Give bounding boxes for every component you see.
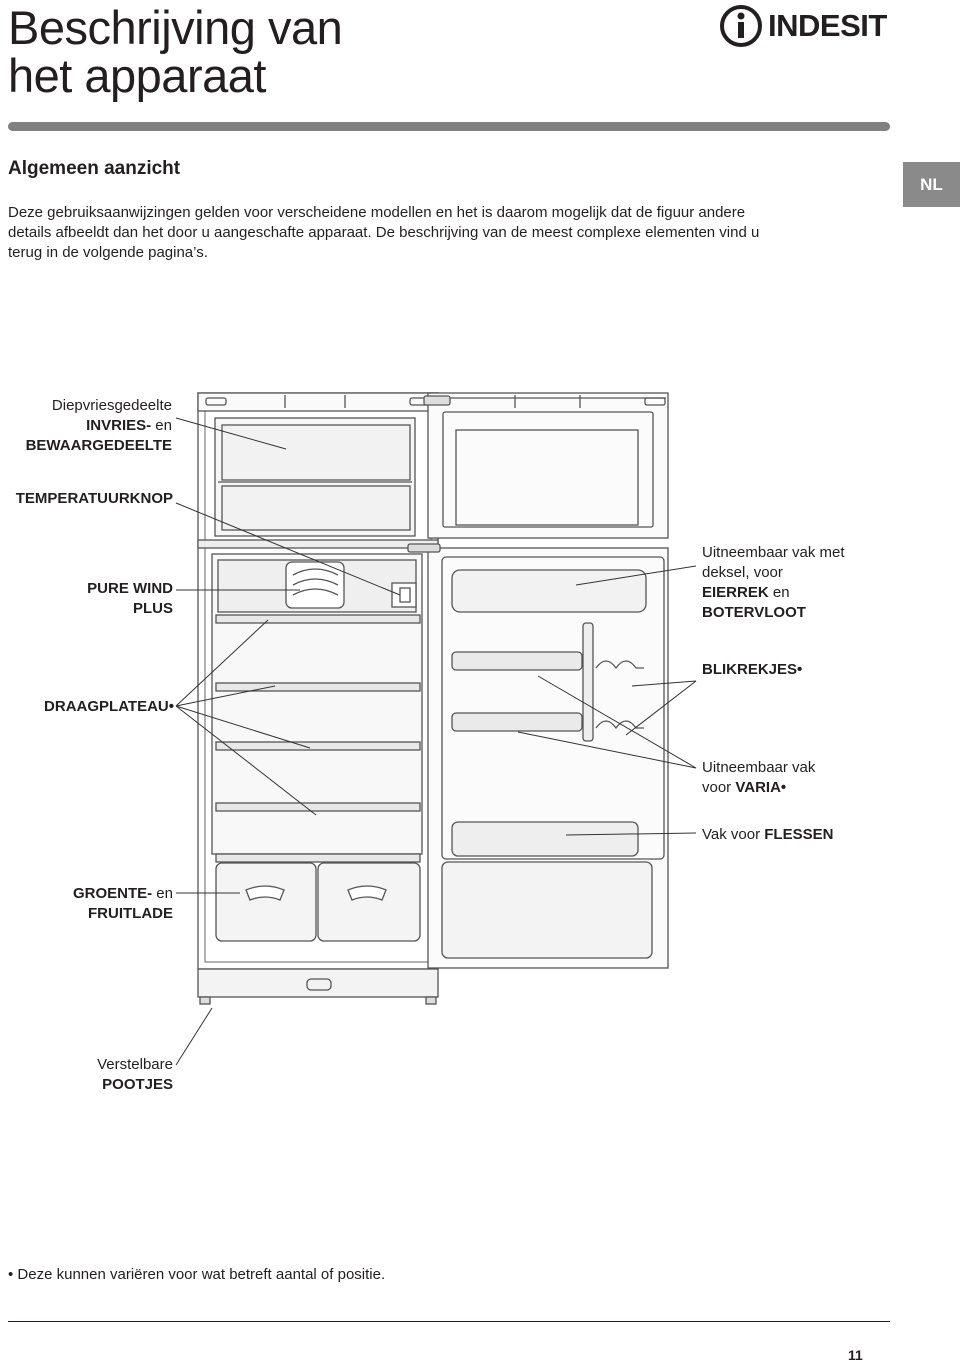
page-title: Beschrijving van het apparaat <box>8 1 343 102</box>
freezer-door <box>427 392 669 539</box>
crisper-drawer-right <box>317 862 421 942</box>
crisper-drawer-left <box>215 862 317 942</box>
bottle-divider <box>582 622 594 742</box>
label-bottles-bold: FLESSEN <box>764 826 834 843</box>
label-egg-bold: EIERREK <box>702 584 769 601</box>
page-title-line2: het apparaat <box>8 49 266 102</box>
freezer-drawer-bottom <box>221 485 411 531</box>
shelf-5 <box>215 853 421 863</box>
label-crisper-bold: GROENTE- <box>72 885 153 902</box>
label-can-rack: BLIKREKJES• <box>702 661 803 678</box>
label-bottles: Vak voor FLESSEN <box>702 825 833 845</box>
bottle-shelf <box>451 821 639 857</box>
freezer-door-panel <box>442 411 654 528</box>
label-freezer-bold: INVRIES- <box>86 417 152 434</box>
page-number: 11 <box>848 1347 863 1363</box>
shelf-3 <box>215 741 421 751</box>
leader-lines <box>175 417 697 1066</box>
freezer-door-window <box>455 429 639 526</box>
door-rack-1 <box>451 651 583 671</box>
label-freezer-line3: BEWAARGEDEELTE <box>25 437 172 454</box>
intro-line: details afbeeldt dan het door u aangesch… <box>8 224 760 241</box>
can-rack-2 <box>595 720 644 730</box>
intro-line: terug in de volgende pagina’s. <box>8 244 208 261</box>
thermostat-knob <box>391 582 417 608</box>
label-freezer: Diepvriesgedeelte INVRIES- en BEWAARGEDE… <box>26 396 172 456</box>
door-rack-2 <box>451 712 583 732</box>
label-crisper-line2: FRUITLADE <box>88 905 173 922</box>
label-varia-bold: VARIA• <box>735 779 787 796</box>
brand-logo: INDESIT <box>718 3 890 49</box>
footer-rule <box>8 1321 890 1322</box>
label-freezer-line1: Diepvriesgedeelte <box>51 397 172 414</box>
label-egg-line2: deksel, voor <box>702 564 783 581</box>
label-egg-line1: Uitneembaar vak met <box>702 544 845 561</box>
can-rack-1 <box>595 660 644 670</box>
label-feet-line1: Verstelbare <box>97 1056 173 1073</box>
foot-right <box>425 996 437 1005</box>
label-egg-compartment: Uitneembaar vak met deksel, voor EIERREK… <box>702 543 845 623</box>
intro-paragraph: Deze gebruiksaanwijzingen gelden voor ve… <box>8 203 868 263</box>
label-feet-line2: POOTJES <box>102 1076 173 1093</box>
label-shelf: DRAAGPLATEAU• <box>44 698 174 715</box>
brand-wordmark: INDESIT <box>768 8 887 43</box>
label-varia-line1: Uitneembaar vak <box>702 759 816 776</box>
top-strip <box>197 392 439 412</box>
page-title-line1: Beschrijving van <box>8 1 343 54</box>
egg-butter-compartment <box>451 569 647 613</box>
label-bottles-prefix: Vak voor <box>702 826 765 843</box>
freezer-drawer-top <box>221 424 411 481</box>
label-feet: Verstelbare POOTJES <box>97 1055 173 1095</box>
label-crisper-rest: en <box>152 885 173 902</box>
header-rule <box>8 122 890 131</box>
section-heading: Algemeen aanzicht <box>8 158 181 179</box>
label-crisper: GROENTE- en FRUITLADE <box>73 884 173 924</box>
foot-left <box>199 996 211 1005</box>
label-freezer-rest: en <box>151 417 172 434</box>
intro-line: Deze gebruiksaanwijzingen gelden voor ve… <box>8 204 746 221</box>
label-egg-rest: en <box>768 584 790 601</box>
label-pure-wind-line2: PLUS <box>132 600 173 617</box>
shelf-2 <box>215 682 421 692</box>
fridge-door-liner <box>441 556 665 860</box>
pure-wind-vent <box>285 561 345 609</box>
shelf-4 <box>215 802 421 812</box>
language-tab: NL <box>903 162 960 207</box>
label-pure-wind-line1: PURE WIND <box>87 580 173 597</box>
label-varia-prefix: voor <box>702 779 736 796</box>
bottom-door-bin <box>441 861 653 959</box>
shelf-1 <box>215 614 421 624</box>
label-varia: Uitneembaar vak voor VARIA• <box>702 758 815 798</box>
label-egg-line4: BOTERVLOOT <box>702 604 806 621</box>
label-thermostat: TEMPERATUURKNOP <box>15 490 173 507</box>
brand-logo-icon <box>720 5 762 47</box>
label-pure-wind: PURE WIND PLUS <box>87 579 173 619</box>
footnote: • Deze kunnen variëren voor wat betreft … <box>8 1266 386 1283</box>
base-plinth <box>197 968 439 998</box>
